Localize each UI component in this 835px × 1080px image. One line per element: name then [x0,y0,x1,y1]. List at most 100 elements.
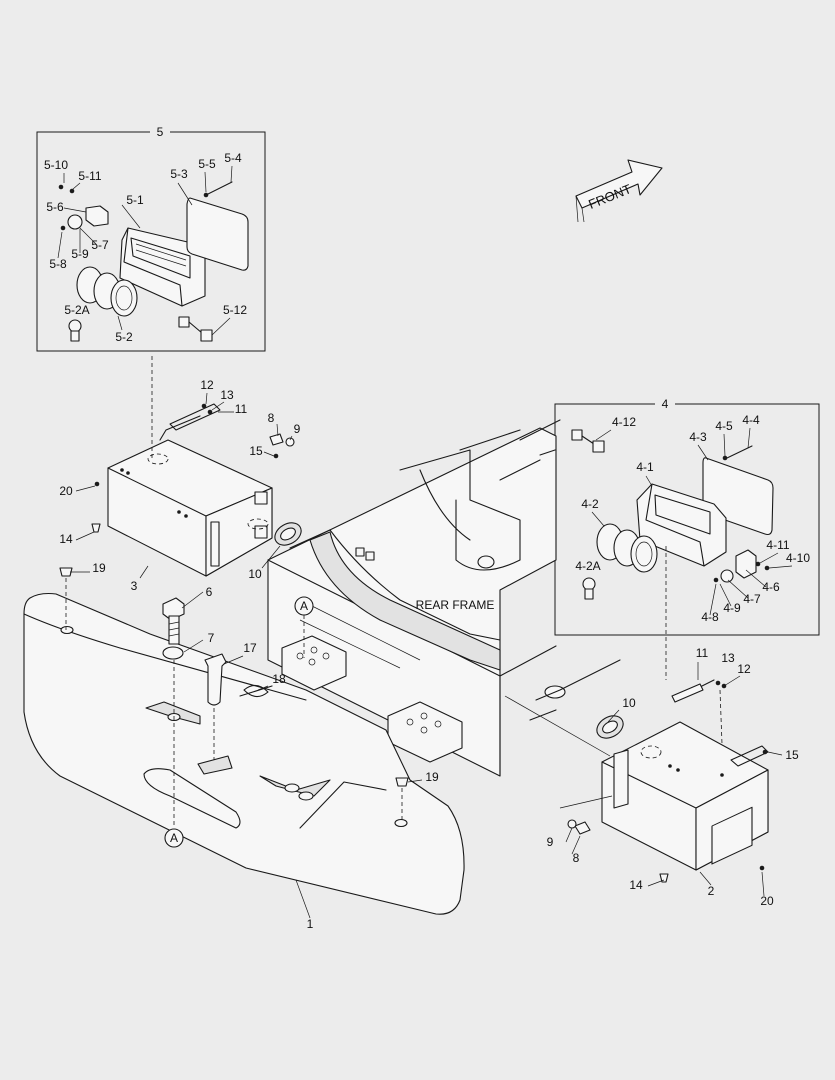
callout-4-8: 4-8 [701,610,719,624]
plate-5-7 [67,214,83,230]
callout-4-3: 4-3 [689,430,707,444]
screw-5-8 [60,225,66,231]
callout-8-left: 8 [268,411,275,425]
lamp-lenses-4-2 [596,523,658,573]
washer-7 [162,646,184,660]
callout-5-11: 5-11 [78,169,101,183]
rear-frame-label: REAR FRAME [416,598,495,612]
connector-5-12 [178,316,213,342]
callout-6: 6 [206,585,213,599]
bolt-8-left [269,433,284,446]
screw-20-left [94,481,100,487]
callout-4-4: 4-4 [742,413,760,427]
cap-19-left [59,567,73,577]
svg-text:A: A [300,599,308,613]
callout-4-5: 4-5 [715,419,733,433]
inset-5: 5 [36,124,266,352]
callout-17: 17 [243,641,257,655]
callout-14-right: 14 [629,878,643,892]
screw-4-4 [726,445,753,459]
inset-5-title: 5 [157,125,164,139]
bolt-15-left [273,453,279,459]
screw-4-8 [713,577,719,583]
callout-10-left: 10 [248,567,262,581]
callout-4-2a: 4-2A [575,559,600,573]
nut-4-11 [755,561,761,567]
callout-4-2: 4-2 [581,497,599,511]
nut-13-left [201,403,207,409]
callout-19-right: 19 [425,770,439,784]
screw-20-right [759,865,765,871]
callout-4-11: 4-11 [766,538,789,552]
washer-9-left [285,437,295,447]
grommet-10-left [247,518,302,546]
screw-5-4 [207,181,233,195]
callout-5-9: 5-9 [71,247,89,261]
callout-8-right: 8 [573,851,580,865]
callout-2: 2 [708,884,715,898]
callout-10-right: 10 [622,696,636,710]
callout-4-9: 4-9 [723,601,741,615]
callout-12-right: 12 [737,662,751,676]
washer-9-right [567,819,577,829]
callout-5-8: 5-8 [49,257,67,271]
washer-4-5 [722,455,728,461]
callout-4-10: 4-10 [786,551,810,565]
callout-20-right: 20 [760,894,774,908]
inset-4-title: 4 [662,397,669,411]
cover-plate-5-3 [186,197,249,271]
callout-5-1: 5-1 [126,193,144,207]
callouts: 1 2 3 6 7 8 8 9 9 10 10 11 11 12 12 13 1… [59,378,799,931]
nut-13-right [715,680,721,686]
callout-4-7: 4-7 [743,592,761,606]
callout-5-6: 5-6 [46,200,64,214]
clip-18 [239,684,273,698]
svg-text:A: A [170,831,178,845]
bulb-4-2a [582,577,596,600]
toolbox-2 [601,721,769,871]
callout-7: 7 [208,631,215,645]
toolbox-3 [107,356,273,577]
callout-13-right: 13 [721,651,735,665]
callout-5-3: 5-3 [170,167,188,181]
callout-18: 18 [272,672,286,686]
callout-15-right: 15 [785,748,799,762]
callout-11-left: 11 [235,402,248,416]
callout-5-12: 5-12 [223,303,247,317]
washer-12-left [207,409,213,415]
bracket-4-6 [735,549,757,579]
callout-9-left: 9 [294,422,301,436]
callout-5-2: 5-2 [115,330,133,344]
callout-4-12: 4-12 [612,415,636,429]
callout-13-left: 13 [220,388,234,402]
counterweight-1 [23,592,465,915]
plate-4-7 [720,569,734,583]
gas-strut-11-right [671,679,723,745]
bolt-14-left [91,523,101,533]
callout-14-left: 14 [59,532,73,546]
bolt-4-10 [764,565,770,571]
callout-5-4: 5-4 [224,151,242,165]
callout-5-10: 5-10 [44,158,68,172]
callout-5-7: 5-7 [91,238,109,252]
rear-frame: REAR FRAME [267,419,621,777]
bolt-8-right [574,821,591,835]
bracket-5-6 [85,205,109,227]
callout-1: 1 [307,917,314,931]
grommet-10-right [596,715,624,739]
callout-20-left: 20 [59,484,73,498]
bolt-5-10 [58,184,64,190]
inset-4: 4 [554,396,820,680]
bolt-14-right [659,873,669,883]
callout-3: 3 [131,579,138,593]
callout-5-2a: 5-2A [64,303,89,317]
reference-marker-a-counterweight: A [164,828,184,848]
lamp-lenses-5-2 [76,266,138,317]
washer-5-5 [203,192,209,198]
callout-12-left: 12 [200,378,214,392]
nut-5-11 [69,188,75,194]
cap-19-right [395,777,409,787]
callout-5-5: 5-5 [198,157,216,171]
bulb-5-2a [68,319,82,342]
